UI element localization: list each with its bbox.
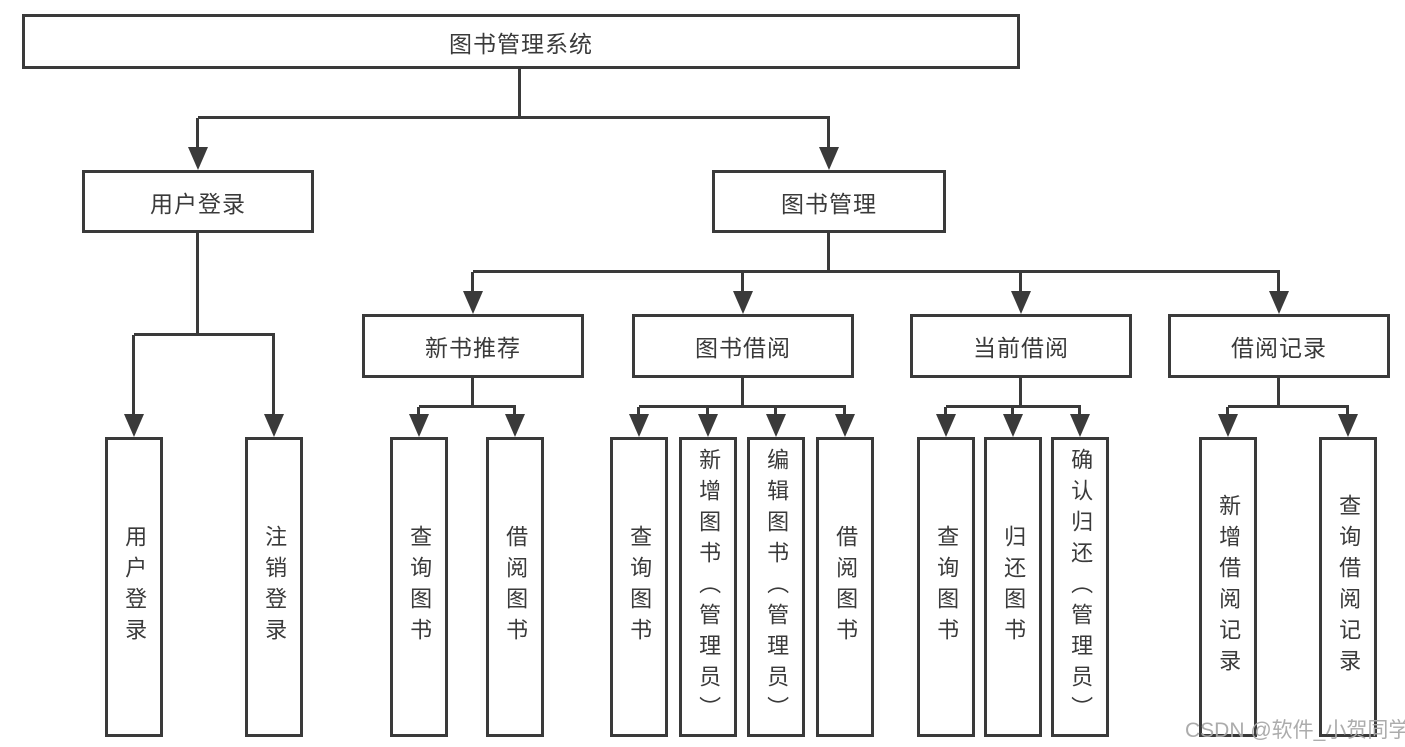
arrow-head — [835, 414, 855, 437]
leaf-label: 新增图书（管理员） — [696, 447, 722, 727]
arrow-line — [706, 407, 709, 419]
node-current-borrowing: 当前借阅 — [910, 314, 1132, 378]
connector-rail-new-book — [419, 405, 516, 408]
node-new-book-recommendation: 新书推荐 — [362, 314, 584, 378]
node-label: 图书管理 — [781, 190, 877, 217]
connector-rail-level3 — [473, 270, 1280, 273]
leaf-label: 用户登录 — [122, 525, 148, 649]
leaf-label: 查询图书 — [934, 525, 960, 649]
arrow-head — [264, 414, 284, 437]
connector-rail-level2 — [198, 116, 830, 119]
node-user-login: 用户登录 — [82, 170, 314, 233]
arrow-head — [1011, 291, 1031, 314]
arrow-head — [124, 414, 144, 437]
connector-rail-current-borrowing — [946, 405, 1081, 408]
leaf-label: 查询图书 — [407, 525, 433, 649]
connector-rail-book-borrowing — [639, 405, 846, 408]
connector-stub-borrowing-records — [1277, 378, 1280, 407]
node-label: 图书借阅 — [695, 335, 791, 361]
arrow-head — [188, 147, 208, 170]
node-book-management: 图书管理 — [712, 170, 946, 233]
arrow-line — [637, 407, 640, 419]
arrow-head — [819, 147, 839, 170]
leaf-confirm-return-admin: 确认归还（管理员） — [1051, 437, 1109, 737]
leaf-logout: 注销登录 — [245, 437, 303, 737]
arrow-line — [1226, 407, 1229, 419]
node-label: 新书推荐 — [425, 335, 521, 361]
leaf-label: 归还图书 — [1001, 525, 1027, 649]
arrow-head — [463, 291, 483, 314]
connector-stub-book-borrowing — [741, 378, 744, 407]
leaf-return-books: 归还图书 — [984, 437, 1042, 737]
watermark: CSDN @软件_小贺同学 — [1185, 719, 1405, 742]
arrow-head — [1218, 414, 1238, 437]
arrow-head — [505, 414, 525, 437]
arrow-line — [132, 335, 135, 419]
leaf-add-book-admin: 新增图书（管理员） — [679, 437, 737, 737]
arrow-line — [1346, 407, 1349, 419]
node-label: 借阅记录 — [1231, 335, 1327, 361]
arrow-line — [1078, 407, 1081, 419]
connector-stub-book-management — [827, 232, 830, 272]
leaf-label: 借阅图书 — [833, 525, 859, 649]
arrow-head — [733, 291, 753, 314]
connector-stub-user-login — [196, 232, 199, 335]
connector-stub-new-book — [471, 378, 474, 407]
arrow-head — [936, 414, 956, 437]
node-book-borrowing: 图书借阅 — [632, 314, 854, 378]
arrow-line — [1019, 272, 1022, 296]
arrow-head — [409, 414, 429, 437]
leaf-label: 查询借阅记录 — [1336, 494, 1362, 680]
node-library-management-system: 图书管理系统 — [22, 14, 1020, 69]
arrow-line — [471, 272, 474, 296]
leaf-edit-book-admin: 编辑图书（管理员） — [747, 437, 805, 737]
arrow-line — [1277, 272, 1280, 296]
arrow-head — [1070, 414, 1090, 437]
leaf-label: 查询图书 — [627, 525, 653, 649]
arrow-line — [741, 272, 744, 296]
arrow-line — [843, 407, 846, 419]
node-label: 当前借阅 — [973, 335, 1069, 361]
leaf-query-books-current: 查询图书 — [917, 437, 975, 737]
arrow-line — [1011, 407, 1014, 419]
arrow-head — [629, 414, 649, 437]
node-borrowing-records: 借阅记录 — [1168, 314, 1390, 378]
leaf-label: 注销登录 — [262, 525, 288, 649]
arrow-line — [944, 407, 947, 419]
leaf-user-login: 用户登录 — [105, 437, 163, 737]
connector-rail-borrowing-records — [1228, 405, 1349, 408]
arrow-line — [774, 407, 777, 419]
arrow-line — [196, 118, 199, 154]
node-label: 图书管理系统 — [449, 30, 593, 57]
connector-rail-user-login — [134, 333, 275, 336]
leaf-label: 新增借阅记录 — [1216, 494, 1242, 680]
leaf-query-books-borrowing: 查询图书 — [610, 437, 668, 737]
leaf-borrow-books-recommendation: 借阅图书 — [486, 437, 544, 737]
connector-stub-root — [518, 68, 521, 118]
arrow-line — [513, 407, 516, 419]
arrow-line — [827, 118, 830, 154]
arrow-line — [272, 335, 275, 419]
leaf-query-borrow-record: 查询借阅记录 — [1319, 437, 1377, 737]
connector-stub-current-borrowing — [1019, 378, 1022, 407]
arrow-head — [1338, 414, 1358, 437]
arrow-head — [698, 414, 718, 437]
arrow-line — [417, 407, 420, 419]
leaf-query-books-recommendation: 查询图书 — [390, 437, 448, 737]
arrow-head — [766, 414, 786, 437]
arrow-head — [1003, 414, 1023, 437]
leaf-label: 编辑图书（管理员） — [764, 447, 790, 727]
leaf-add-borrow-record: 新增借阅记录 — [1199, 437, 1257, 737]
leaf-label: 确认归还（管理员） — [1068, 447, 1094, 727]
leaf-borrow-books-borrowing: 借阅图书 — [816, 437, 874, 737]
leaf-label: 借阅图书 — [503, 525, 529, 649]
node-label: 用户登录 — [150, 190, 246, 217]
arrow-head — [1269, 291, 1289, 314]
